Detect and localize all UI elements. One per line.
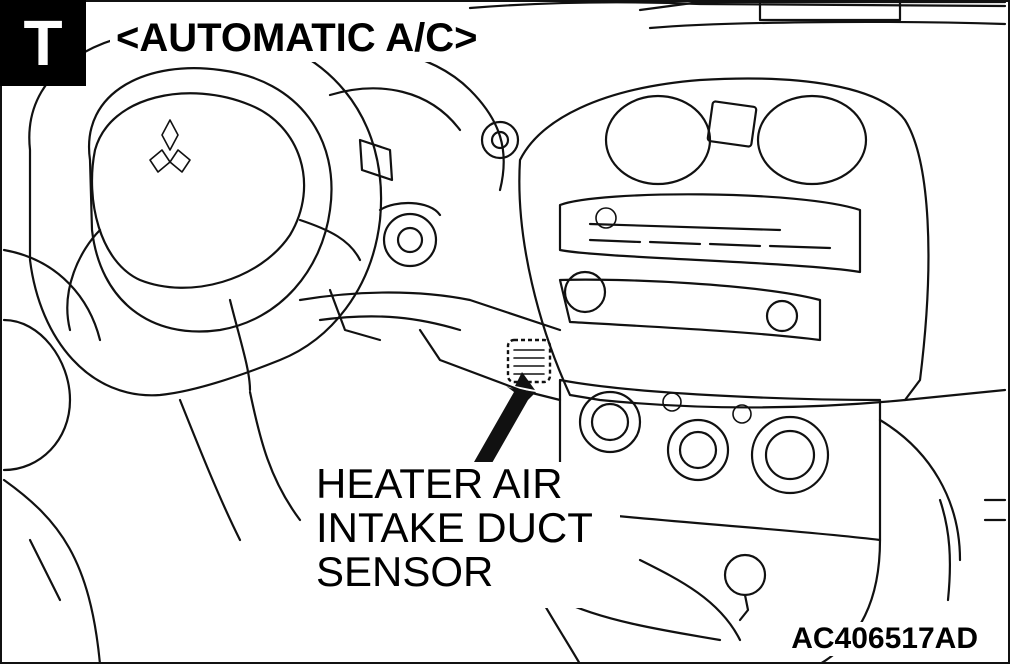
figure-code: AC406517AD [787,622,982,656]
callout-line-2: INTAKE DUCT [316,504,593,551]
diagram-title: <AUTOMATIC A/C> [110,14,484,62]
console-bezel [518,77,930,409]
sensor-callout: HEATER AIR INTAKE DUCT SENSOR [304,462,620,608]
pointer-arrow-icon [474,386,536,470]
sensor-grille-icon [506,338,552,384]
callout-line-3: SENSOR [316,548,494,595]
callout-line-1: HEATER AIR [316,460,563,507]
brand-logo-icon [149,119,191,173]
section-badge: T [0,0,86,86]
